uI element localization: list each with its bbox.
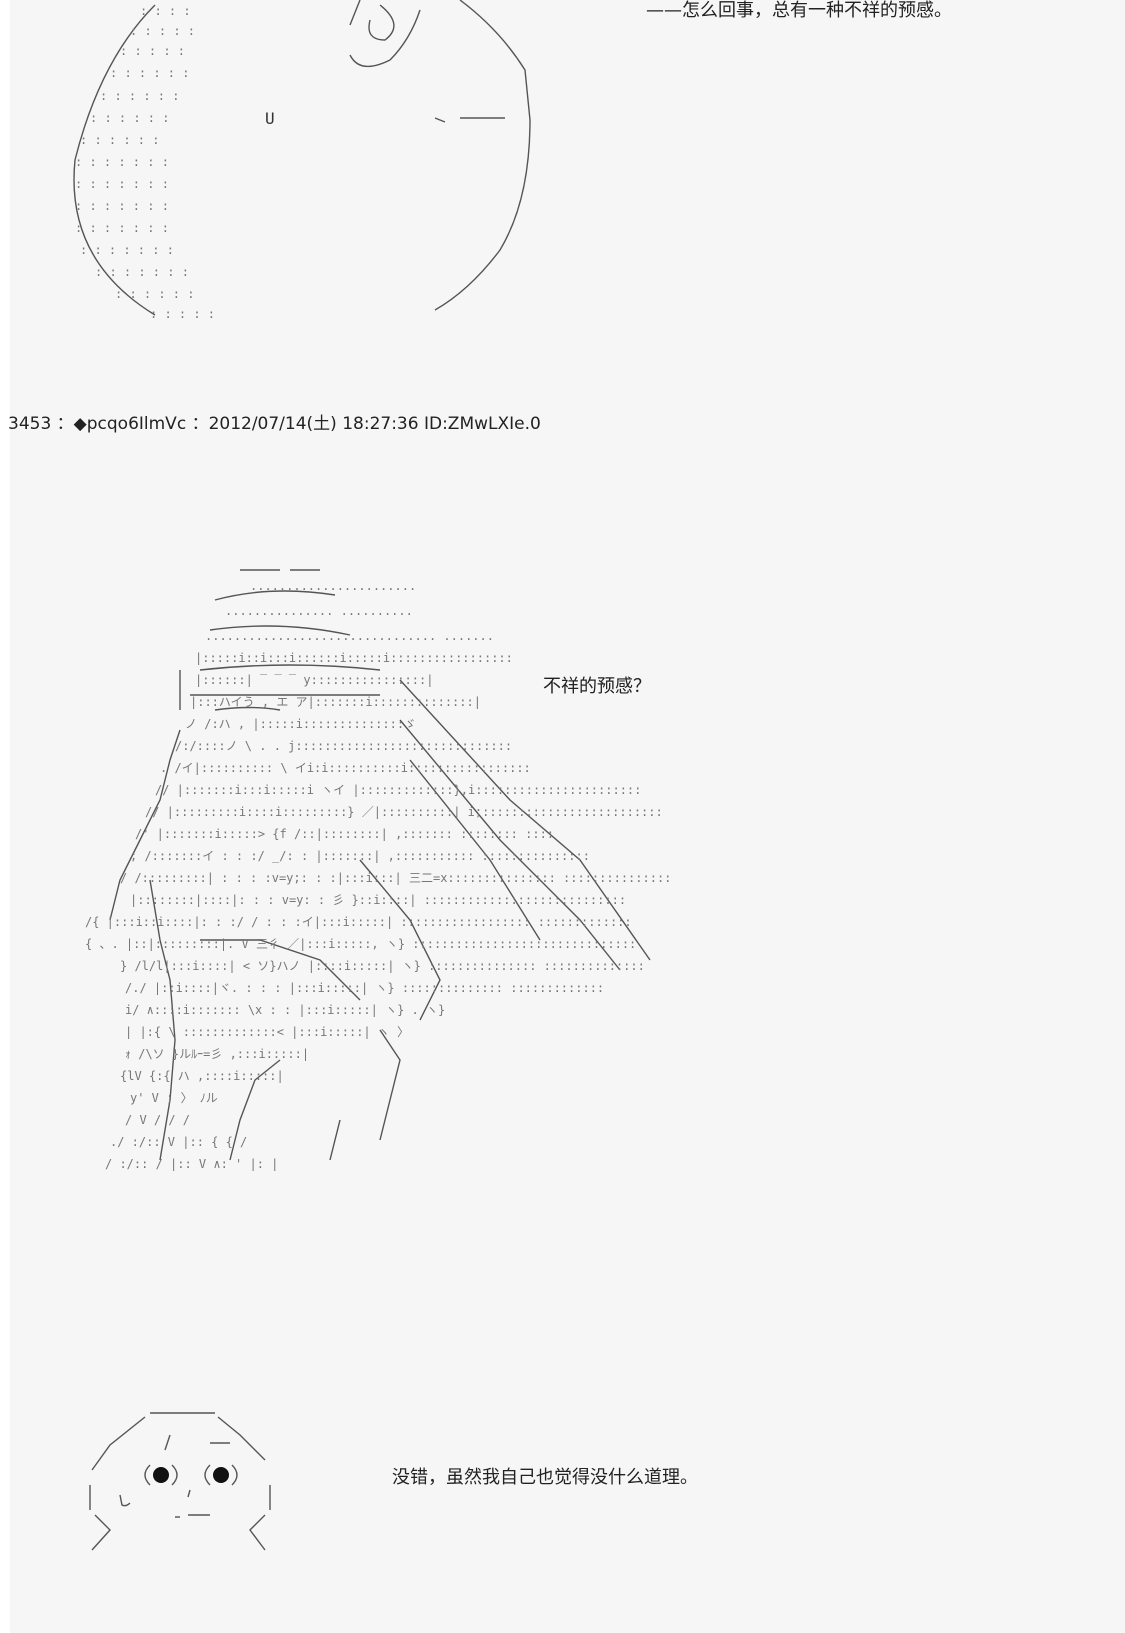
svg-text:/{ |:::i::i::::|: : :/ /: /{ |:::i::i::::|: : :/ / : : :イ|:::i::::… <box>85 915 632 929</box>
svg-text:|::::::::|::::|: : : v=y: : 彡: |::::::::|::::|: : : v=y: : 彡 }::i::::| … <box>130 893 626 907</box>
svg-text:U: U <box>265 109 275 128</box>
svg-text:: : : : : :: : : : : : : <box>115 287 194 301</box>
svg-text:// |:::::::::i::::i:::::::::: // |:::::::::i::::i:::::::::} ／|::::::::… <box>145 805 663 819</box>
svg-text:: : : : : : :: : : : : : : : <box>80 243 174 257</box>
page-background <box>10 0 1125 1633</box>
svg-text:// |:::::::i:::i:::::i ヽイ |: // |:::::::i:::i:::::i ヽイ |:::::::::::::… <box>155 783 641 797</box>
svg-text:: : : : : : :: : : : : : : : <box>75 155 169 169</box>
svg-text:|:::ハイう , エ ア|:::::::i::::: |:::ハイう , エ ア|:::::::i::::::::::::::| <box>190 695 481 709</box>
svg-text:: : : : : : :: : : : : : : : <box>95 265 189 279</box>
svg-text:/ V / /: / V / / / <box>125 1113 190 1127</box>
svg-text:/ /:::::::::| : : : :v=y;:: / /:::::::::| : : : :v=y;: : :|:::i:::| … <box>120 871 671 885</box>
svg-text:: : : : : : :: : : : : : : : <box>75 221 169 235</box>
svg-text:. /イ|:::::::::: \ イi:i:: . /イ|:::::::::: \ イi:i::::::::::i:::::::… <box>160 761 531 775</box>
middle-caption: 不祥的预感？ <box>543 676 651 697</box>
svg-text:..............................: ................................ ....... <box>205 629 494 643</box>
svg-text:: : : : : : :: : : : : : : : <box>75 199 169 213</box>
bottom-caption: 没错，虽然我自己也觉得没什么道理。 <box>392 1467 698 1488</box>
svg-text:; /:::::::イ : : :/ _/: :: ; /:::::::イ : : :/ _/: : |:::::::| ,::::… <box>130 849 590 863</box>
svg-text:ｫ /\ソ }ルﾙｰ=彡 ,:::i:: ｫ /\ソ }ルﾙｰ=彡 ,:::i:::::| <box>125 1047 309 1061</box>
svg-text:: : : : : :: : : : : : : <box>110 66 189 80</box>
svg-text:: : : :: : : : : <box>140 4 191 18</box>
svg-text:i/ ∧::::i::::::: \x :: i/ ∧::::i::::::: \x : : |:::i:::::| ヽ} .… <box>125 1003 445 1017</box>
post-header: 3453 ：◆pcqo6IlmVc ：2012/07/14(土) 18:27:3… <box>8 414 541 434</box>
svg-text:/./ |::i::::|ヾ. : : :: /./ |::i::::|ヾ. : : : |:::i:::::| ヽ} :::… <box>125 981 604 995</box>
svg-text:| |:{ \ :::::::::::::<: | |:{ \ :::::::::::::< |:::i:::::| ヽ 〉 <box>125 1025 409 1039</box>
svg-text:: : : : : :: : : : : : : <box>80 133 159 147</box>
round-face-ascii-art <box>89 1412 271 1551</box>
svg-text:............... ..........: ............... .......... <box>225 604 413 618</box>
svg-text:{ 、. |::|:::::::::|. V 三彳 ／|: { 、. |::|:::::::::|. V 三彳 ／|:::i:::::, ヽ… <box>85 937 636 951</box>
svg-text:./ :/:: V |:: { {: ./ :/:: V |:: { { / <box>110 1135 247 1149</box>
svg-text:} /l/l|:::i::::| < ソ}ハノ |::: } /l/l|:::i::::| < ソ}ハノ |::::i:::::| ヽ} … <box>120 959 645 973</box>
svg-text:: : : : :: : : : : : <box>130 24 195 38</box>
character-ascii-art: ....................... ............... … <box>85 569 671 1171</box>
svg-text:: : : : :: : : : : : <box>150 307 215 321</box>
svg-text:|::::::| ‾ ‾ ‾ y:::::::::: |::::::| ‾ ‾ ‾ y::::::::::::::::| <box>195 673 433 687</box>
svg-text:: : : : : :: : : : : : : <box>100 89 179 103</box>
svg-text:: : : : : :: : : : : : : <box>90 111 169 125</box>
svg-text:: : : : :: : : : : : <box>120 44 185 58</box>
svg-text:/:/::::ノ \ . . j::::::: /:/::::ノ \ . . j::::::::::::::::::::::::… <box>175 739 512 753</box>
top-ascii-art: U : : : : : : : : : : : : : : : : : : : … <box>73 0 531 321</box>
svg-text:ノ /:ハ , |:::::i:::: ノ /:ハ , |:::::i::::::::::::::ゞ <box>185 717 416 731</box>
svg-text:.......................: ....................... <box>250 579 416 593</box>
svg-text:{lV {:{ ハ: {lV {:{ ハ ,::::i:::::| <box>120 1069 284 1083</box>
top-caption: ——怎么回事，总有一种不祥的预感。 <box>646 0 952 21</box>
svg-text:y' V ; 〉 ﾉ: y' V ; 〉 ﾉル <box>130 1091 218 1105</box>
svg-text:/ :/:: / |:: V ∧:: / :/:: / |:: V ∧: ' |: | <box>105 1157 278 1171</box>
svg-text:|:::::i::i:::i::::::i:::::i:::: |:::::i::i:::i::::::i:::::i:::::::::::::… <box>195 651 513 665</box>
svg-text:/' |:::::::i:::::> {f /::|:: /' |:::::::i:::::> {f /::|::::::::| ,:::… <box>135 827 554 841</box>
svg-text:: : : : : : :: : : : : : : : <box>75 177 169 191</box>
